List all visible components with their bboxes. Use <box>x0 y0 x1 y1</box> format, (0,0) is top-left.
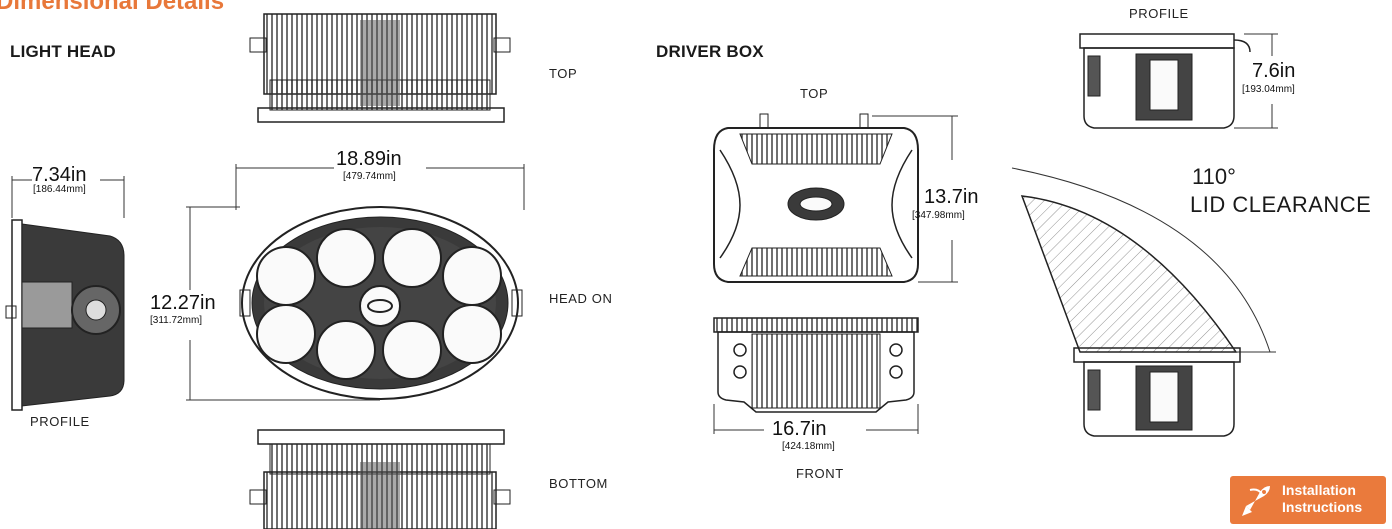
light-head-depth-value: 7.34in <box>32 164 87 186</box>
installation-instructions-button[interactable]: Installation Instructions <box>1230 476 1386 524</box>
rocket-icon <box>1242 486 1270 516</box>
light-head-width-value: 18.89in <box>336 148 402 170</box>
driver-box-profile-view <box>1079 33 1251 129</box>
light-head-head-on-view <box>239 206 523 400</box>
light-head-bottom-view <box>249 429 511 529</box>
light-head-profile-label: PROFILE <box>30 414 90 429</box>
driver-box-top-view <box>713 113 919 283</box>
driver-box-width-metric: [424.18mm] <box>782 441 835 452</box>
light-head-width-metric: [479.74mm] <box>343 171 396 182</box>
light-head-top-view <box>249 13 511 123</box>
light-head-height-metric: [311.72mm] <box>150 315 203 326</box>
light-head-depth-metric: [186.44mm] <box>33 184 86 195</box>
light-head-top-label: TOP <box>549 66 578 81</box>
light-head-height-value: 12.27in <box>150 292 216 314</box>
driver-box-heading: DRIVER BOX <box>656 42 764 61</box>
light-head-dimension-lines <box>11 164 525 401</box>
install-button-line2: Instructions <box>1282 499 1363 515</box>
driver-box-dimension-lines <box>713 115 958 434</box>
driver-box-profile-dimension <box>1234 33 1278 129</box>
driver-box-top-label: TOP <box>800 86 829 101</box>
page-title: Dimensional Details <box>0 0 225 15</box>
driver-box-width-value: 16.7in <box>772 418 827 440</box>
driver-box-profile-label: PROFILE <box>1129 6 1189 21</box>
light-head-profile-view <box>5 219 125 411</box>
lid-clearance-angle: 110° <box>1192 164 1236 189</box>
light-head-heading: LIGHT HEAD <box>10 42 116 61</box>
driver-box-height-metric: [193.04mm] <box>1242 84 1295 95</box>
lid-clearance-diagram <box>1011 167 1276 437</box>
driver-box-depth-metric: [347.98mm] <box>912 210 965 221</box>
driver-box-front-label: FRONT <box>796 466 844 481</box>
light-head-bottom-label: BOTTOM <box>549 476 608 491</box>
light-head-head-on-label: HEAD ON <box>549 291 613 306</box>
lid-clearance-label: LID CLEARANCE <box>1190 192 1372 217</box>
driver-box-depth-value: 13.7in <box>924 186 979 208</box>
install-button-line1: Installation <box>1282 482 1356 498</box>
driver-box-front-view <box>713 317 919 413</box>
driver-box-height-value: 7.6in <box>1252 60 1296 82</box>
